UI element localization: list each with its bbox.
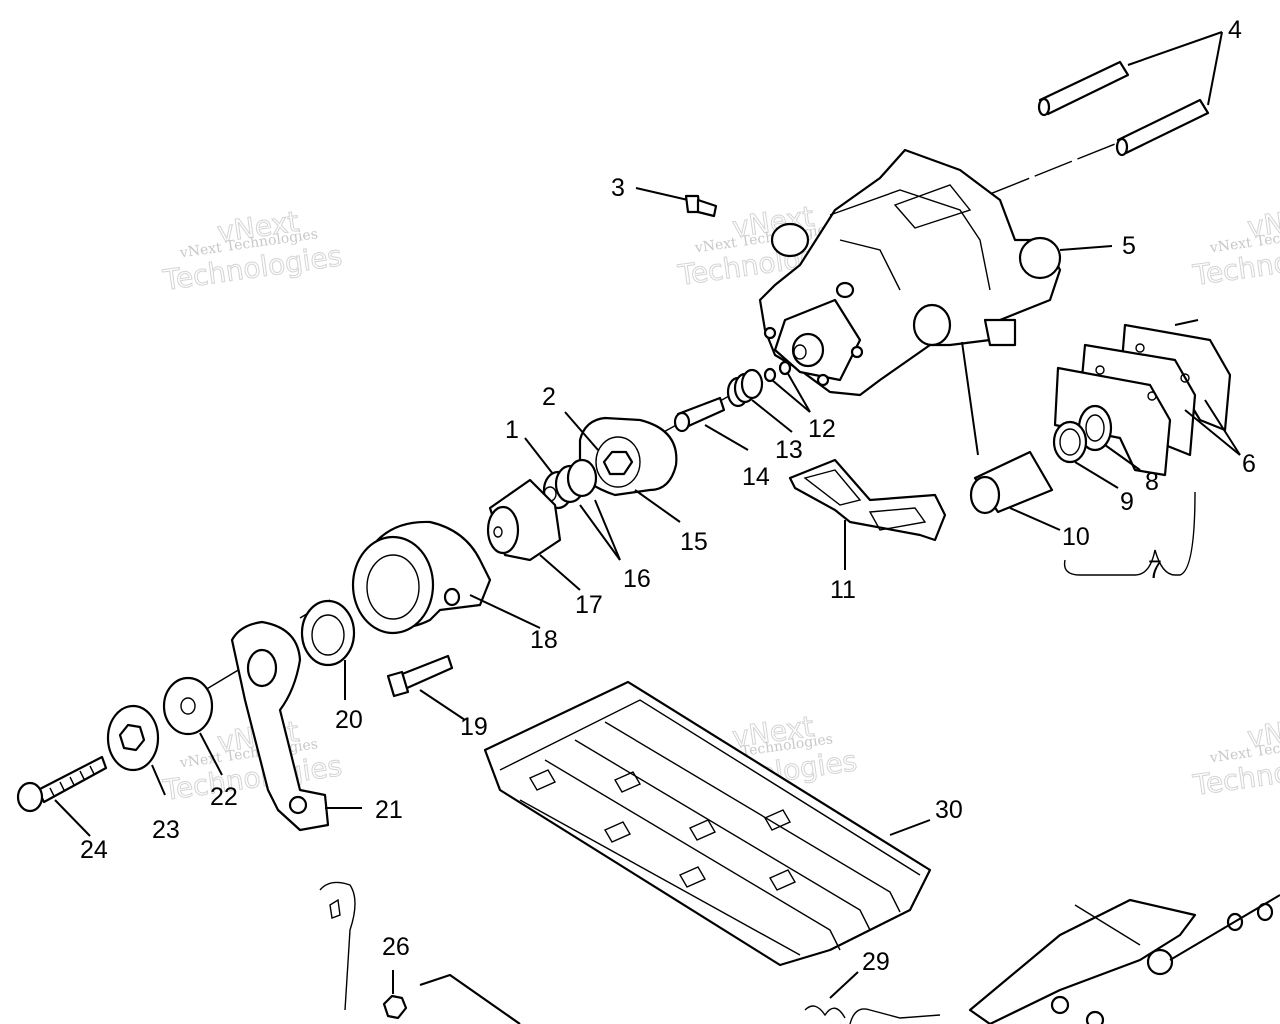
watermark-group: vNext vNext Technologies Technologies vN… <box>160 199 1280 807</box>
callout-8: 8 <box>1145 468 1159 496</box>
callout-30: 30 <box>935 796 963 824</box>
callout-2: 2 <box>542 383 556 411</box>
part-19-bolt <box>386 654 466 721</box>
part-11-bracket <box>788 458 947 570</box>
part-8-boot <box>1077 404 1141 471</box>
callout-1: 1 <box>505 416 519 444</box>
part-30-tray <box>483 680 932 967</box>
callout-19: 19 <box>460 713 488 741</box>
part-23-nut-washer <box>106 704 166 796</box>
part-14-bolt <box>673 396 749 451</box>
callout-13: 13 <box>775 436 803 464</box>
part-5-caliper-housing <box>758 148 1113 397</box>
part-4-pins <box>1037 31 1223 157</box>
part-21-lever <box>230 620 362 832</box>
part-3-bleed-screw <box>635 187 718 218</box>
callout-4: 4 <box>1228 16 1242 44</box>
callout-20: 20 <box>335 706 363 734</box>
callout-15: 15 <box>680 528 708 556</box>
part-10-piston <box>961 341 1196 576</box>
callout-24: 24 <box>80 836 108 864</box>
assembly-axis-line <box>204 109 1201 691</box>
part-16-rings <box>542 458 621 561</box>
callout-14: 14 <box>742 463 770 491</box>
callout-labels: 1 2 3 4 5 6 7 8 9 10 11 12 13 14 15 16 1… <box>80 16 1256 976</box>
callout-12: 12 <box>808 415 836 443</box>
callout-18: 18 <box>530 626 558 654</box>
part-29-spring <box>804 971 941 1024</box>
callout-29: 29 <box>862 948 890 976</box>
callout-16: 16 <box>623 565 651 593</box>
part-20-ring <box>300 599 356 700</box>
watermark-left-top: vNext vNext Technologies Technologies <box>160 204 345 297</box>
callout-5: 5 <box>1122 232 1136 260</box>
part-24-bolt <box>16 755 108 837</box>
part-15-gasket-plate <box>564 411 681 523</box>
callout-17: 17 <box>575 591 603 619</box>
callout-26: 26 <box>382 933 410 961</box>
callout-9: 9 <box>1120 488 1134 516</box>
part-13-spring <box>726 368 793 433</box>
watermark-right-top: vNext vNext Technologies Technologies <box>1190 199 1280 292</box>
part-18-housing-cup <box>351 520 541 635</box>
bottom-right-assembly <box>968 894 1280 1024</box>
part-6-brake-pads <box>1053 319 1241 477</box>
callout-21: 21 <box>375 796 403 824</box>
part-12-o-rings <box>763 360 811 413</box>
callout-7: 7 <box>1148 556 1162 584</box>
part-26-nut <box>319 881 521 1024</box>
callout-11: 11 <box>830 576 856 604</box>
part-22-washer <box>162 676 223 776</box>
part-17-adjuster <box>486 478 581 591</box>
watermark-right-bottom: vNext vNext Technologies Technologies <box>1190 709 1280 802</box>
callout-22: 22 <box>210 783 238 811</box>
part-9-seal <box>1052 420 1119 489</box>
callout-3: 3 <box>611 174 625 202</box>
callout-6: 6 <box>1242 450 1256 478</box>
callout-10: 10 <box>1062 523 1090 551</box>
callout-23: 23 <box>152 816 180 844</box>
